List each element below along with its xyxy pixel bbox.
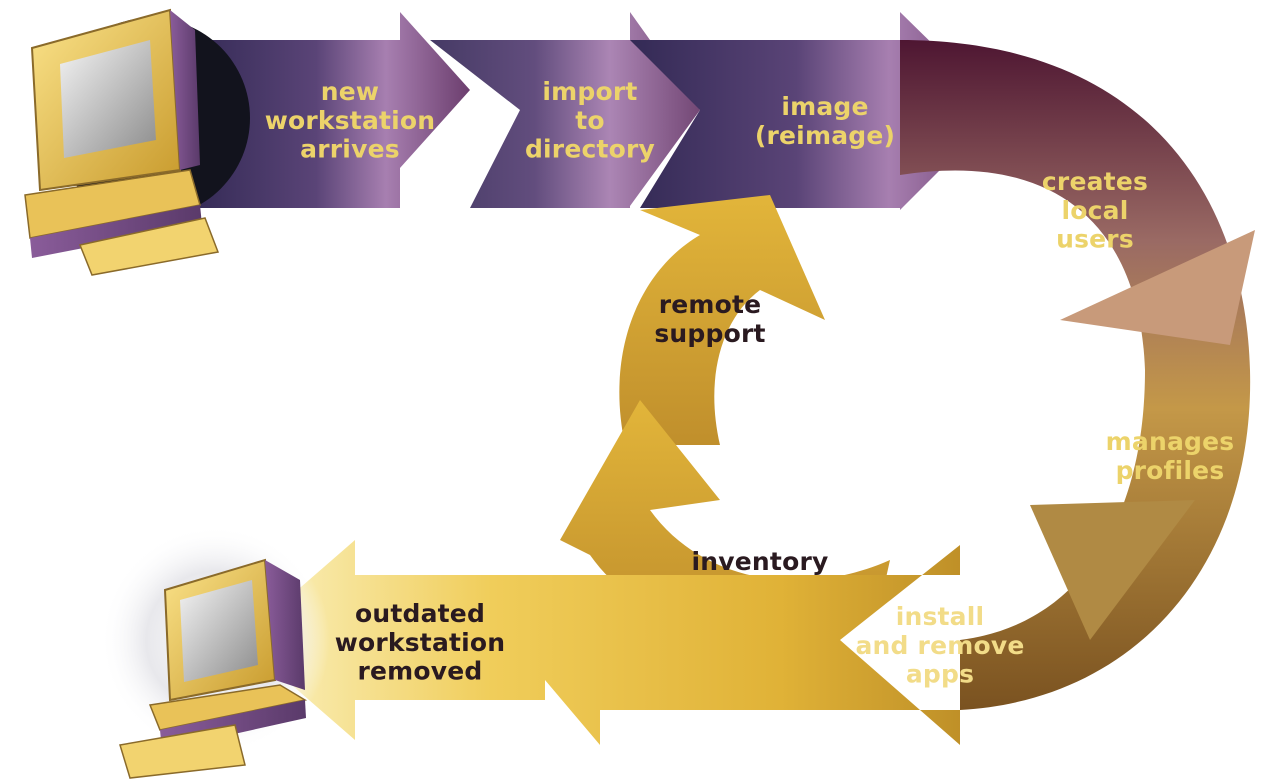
label-line: new	[321, 77, 379, 106]
label-line: arrives	[300, 135, 400, 164]
old-computer-icon	[100, 525, 330, 779]
step-inventory: inventory	[692, 547, 829, 576]
ring-arrowhead-profiles	[1030, 500, 1195, 640]
label-line: removed	[357, 657, 482, 686]
label-line: workstation	[335, 628, 506, 657]
remote-support-arc	[619, 195, 825, 445]
label-line: workstation	[265, 106, 436, 135]
label-line: (reimage)	[755, 121, 895, 150]
top-arrow-band	[190, 12, 470, 208]
label-line: import	[542, 77, 637, 106]
label-line: install	[896, 602, 985, 631]
label-line: remote	[659, 290, 762, 319]
label-line: to	[575, 106, 605, 135]
new-computer-icon	[24, 8, 250, 276]
label-line: directory	[525, 135, 655, 164]
label-line: profiles	[1116, 456, 1225, 485]
label-line: local	[1061, 196, 1128, 225]
label-line: and remove	[855, 631, 1024, 660]
step-image: image(reimage)	[755, 92, 895, 150]
ring-arrowhead-users	[1060, 230, 1255, 345]
label-line: inventory	[692, 547, 829, 576]
label-line: outdated	[355, 599, 485, 628]
import-arrow	[400, 12, 700, 208]
bottom-arrow-band	[240, 540, 960, 745]
label-line: users	[1056, 225, 1134, 254]
label-line: image	[781, 92, 868, 121]
label-line: manages	[1106, 427, 1235, 456]
label-line: creates	[1042, 167, 1148, 196]
label-line: apps	[906, 660, 974, 689]
label-line: support	[654, 319, 765, 348]
